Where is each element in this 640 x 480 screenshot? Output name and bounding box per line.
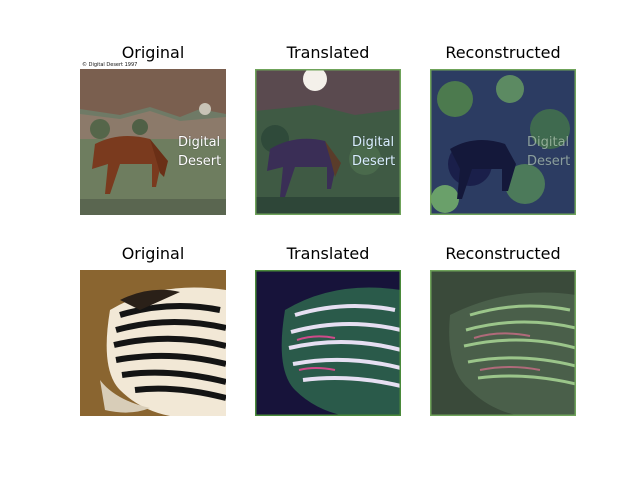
zebra-photo-original bbox=[80, 270, 226, 416]
watermark-line-2: Desert bbox=[527, 154, 571, 169]
panel-title: Translated bbox=[286, 43, 370, 62]
horse-photo-original bbox=[80, 69, 226, 215]
panel-title: Original bbox=[121, 43, 185, 62]
watermark-text: Digital Desert bbox=[178, 133, 221, 171]
panel-title: Original bbox=[121, 244, 185, 263]
zebra-photo-reconstructed bbox=[430, 270, 576, 416]
photo-credit: © Digital Desert 1997 bbox=[82, 62, 138, 68]
watermark-line-1: Digital bbox=[352, 135, 395, 150]
watermark-line-2: Desert bbox=[352, 154, 396, 169]
horse-photo-translated bbox=[255, 69, 401, 215]
horse-photo-reconstructed bbox=[430, 69, 576, 215]
panel-title: Reconstructed bbox=[445, 244, 561, 263]
watermark-line-1: Digital bbox=[178, 135, 221, 150]
watermark-text: Digital Desert bbox=[527, 133, 570, 171]
watermark-line-2: Desert bbox=[178, 154, 222, 169]
panel-title: Translated bbox=[286, 244, 370, 263]
watermark-line-1: Digital bbox=[527, 135, 570, 150]
zebra-photo-translated bbox=[255, 270, 401, 416]
panel-title: Reconstructed bbox=[445, 43, 561, 62]
watermark-text: Digital Desert bbox=[352, 133, 395, 171]
